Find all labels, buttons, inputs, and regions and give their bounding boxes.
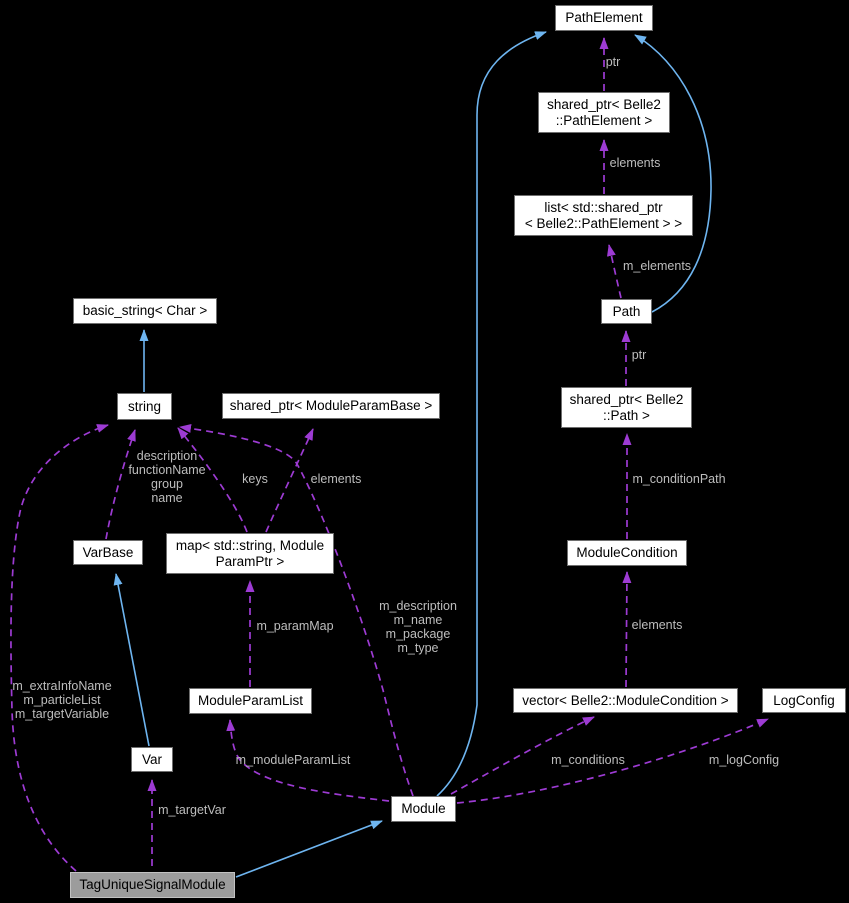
node-shared-ptr-moduleparambase[interactable]: shared_ptr< ModuleParamBase > [222, 393, 440, 419]
node-basic-string[interactable]: basic_string< Char > [73, 298, 217, 324]
node-shared-ptr-path[interactable]: shared_ptr< Belle2 ::Path > [561, 387, 692, 428]
node-moduleparamlist[interactable]: ModuleParamList [189, 688, 312, 714]
edge-usage-tag-string-members [10, 424, 109, 872]
edge-usage-map-string-keys [177, 427, 248, 533]
edge-usage-vector-modulecondition-elements [622, 571, 632, 688]
edge-usage-module-vector-m-conditions [450, 716, 595, 795]
node-string[interactable]: string [117, 393, 172, 420]
node-map-string-moduleparamptr[interactable]: map< std::string, Module ParamPtr > [166, 533, 334, 574]
node-module[interactable]: Module [391, 796, 456, 822]
node-pathelement[interactable]: PathElement [555, 5, 653, 31]
edge-usage-module-logconfig-m-logconfig [456, 718, 769, 804]
node-vector-modulecondition[interactable]: vector< Belle2::ModuleCondition > [513, 688, 738, 713]
edge-inheritance-module-pathelement [436, 31, 547, 797]
node-varbase[interactable]: VarBase [73, 540, 143, 565]
node-path[interactable]: Path [601, 299, 652, 324]
node-modulecondition[interactable]: ModuleCondition [567, 540, 687, 566]
node-logconfig[interactable]: LogConfig [762, 688, 846, 713]
edge-usage-map-sharedptrmoduleparambase-elements [265, 428, 314, 533]
node-var[interactable]: Var [131, 747, 173, 772]
edge-inheritance-taguniquesignalmodule-module [235, 820, 383, 878]
edge-usage-module-moduleparamlist-m-moduleparamlist [226, 719, 390, 802]
node-list-shared-ptr-pathelement[interactable]: list< std::shared_ptr < Belle2::PathElem… [514, 195, 693, 236]
edge-inheritance-path-pathelement [634, 34, 712, 313]
edge-usage-varbase-string-members [105, 429, 136, 540]
edge-usage-path-list-m-elements [606, 244, 622, 299]
edge-inheritance-var-varbase [113, 573, 150, 747]
node-taguniquesignalmodule[interactable]: TagUniqueSignalModule [70, 872, 235, 898]
edge-usage-module-string-members [179, 424, 414, 797]
node-shared-ptr-pathelement[interactable]: shared_ptr< Belle2 ::PathElement > [538, 92, 670, 133]
